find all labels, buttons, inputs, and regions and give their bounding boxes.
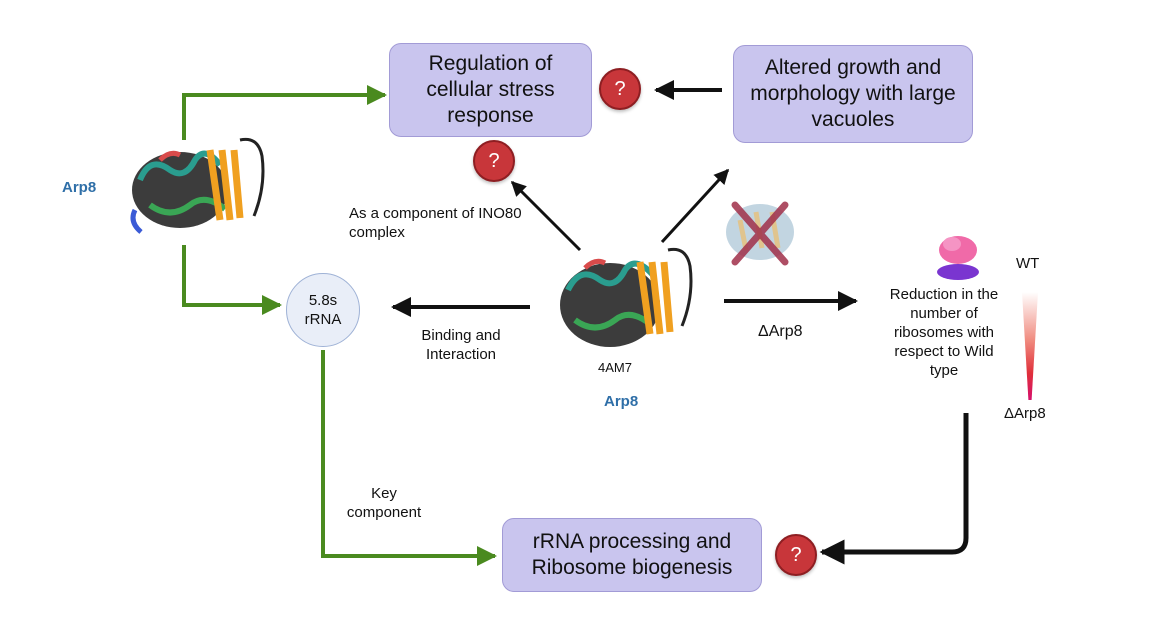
- ribosome-icon: [937, 236, 979, 280]
- arrow-reduction-to-processing: [819, 413, 969, 565]
- stress-response-box: Regulation of cellular stress response: [389, 43, 592, 137]
- crossed-protein: [726, 201, 794, 266]
- delta-arp8-gradient-label: ΔArp8: [1004, 405, 1046, 422]
- arrow-rrna-to-processing: [321, 350, 497, 566]
- growth-morphology-box: Altered growth and morphology with large…: [733, 45, 973, 143]
- rrna-circle: 5.8s rRNA: [286, 273, 360, 347]
- question-mark-growth: ?: [599, 68, 641, 110]
- key-component-label: Key component: [346, 485, 422, 521]
- binding-interaction-label: Binding and Interaction: [421, 327, 501, 363]
- protein-structure-left: [130, 137, 265, 234]
- question-mark-processing: ?: [775, 534, 817, 576]
- arrow-arp8-to-growth: [660, 168, 730, 244]
- arp8-left-label: Arp8: [62, 179, 97, 196]
- delta-arp8-arrow-label: ΔArp8: [758, 323, 803, 340]
- ribosome-reduction-label: Reduction in the number of ribosomes wit…: [889, 286, 999, 379]
- protein-structure-center: [560, 247, 693, 347]
- arrow-arp8-to-stress: [182, 85, 387, 140]
- arrow-arp8-to-rrna: [182, 245, 282, 315]
- pdb-id-label: 4AM7: [598, 360, 632, 375]
- wt-label: WT: [1016, 255, 1040, 272]
- arrow-arp8-to-question: [510, 180, 582, 252]
- rrna-circle-line1: 5.8s: [308, 292, 338, 309]
- question-mark-ino80: ?: [473, 140, 515, 182]
- rrna-circle-line2: rRNA: [304, 311, 342, 328]
- ino80-label: As a component of INO80 complex: [349, 205, 522, 241]
- rrna-processing-box: rRNA processing and Ribosome biogenesis: [502, 518, 762, 592]
- arp8-center-label: Arp8: [604, 393, 639, 410]
